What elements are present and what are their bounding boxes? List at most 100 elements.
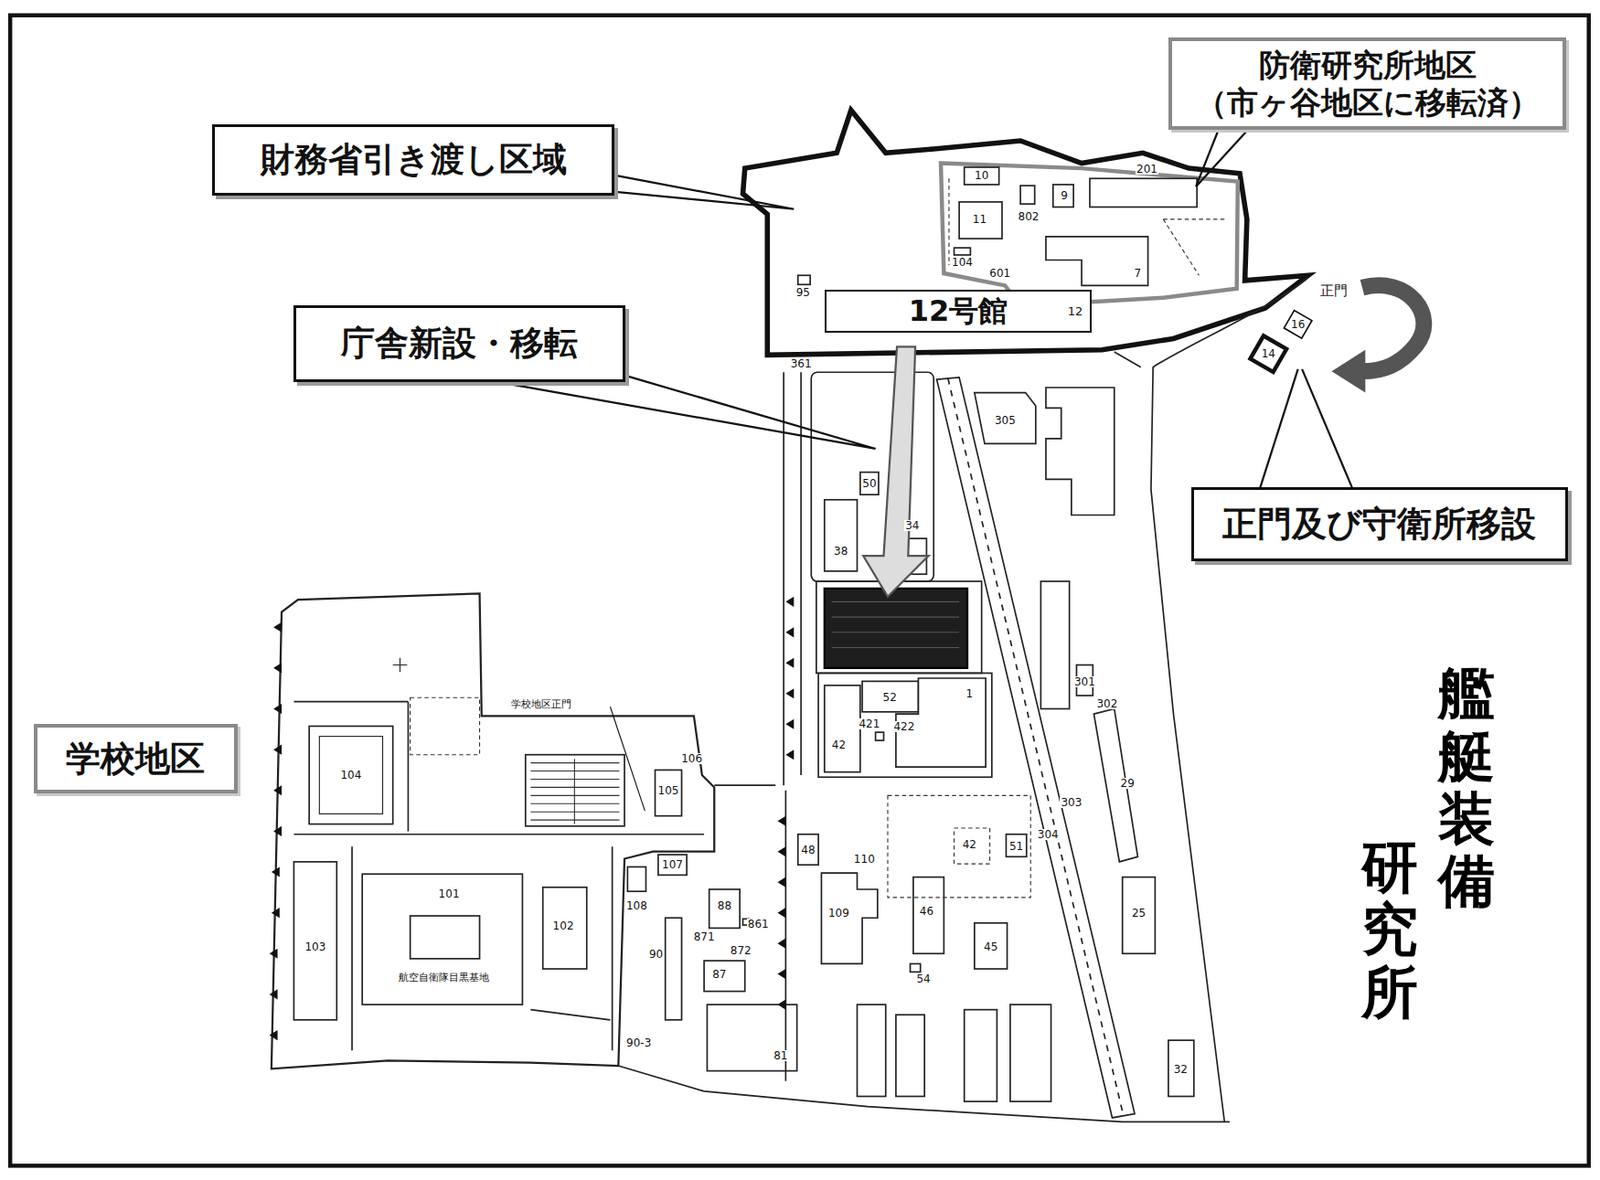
callout-text: 庁舎新設・移転: [341, 323, 578, 364]
fence: [271, 866, 280, 877]
fence: [269, 989, 278, 1000]
north-area: [940, 163, 1238, 307]
building-number: 42: [831, 739, 847, 751]
dashed-area: [887, 795, 1031, 898]
school-area: [271, 593, 715, 1069]
region-callout: 防衛研究所地区（市ヶ谷地区に移転済）: [1168, 37, 1567, 131]
road: [1151, 277, 1309, 1123]
building: [910, 963, 921, 972]
school-building: [319, 736, 383, 815]
dashed-area: [954, 828, 991, 864]
building-number: 601: [988, 267, 1012, 279]
callout-text: （市ヶ谷地区に移転済）: [1195, 84, 1540, 122]
vertical-title: 研究所: [1361, 836, 1419, 1024]
building: [1040, 581, 1069, 709]
building-number: 88: [716, 900, 733, 912]
fence: [777, 907, 786, 918]
building: [627, 167, 1197, 1102]
school-building: [293, 862, 337, 1021]
building: [1010, 1004, 1052, 1102]
building-number: 29: [1120, 778, 1136, 790]
building-number: 422: [892, 721, 916, 733]
building-number: 802: [1017, 211, 1041, 223]
building: [824, 685, 861, 773]
building-number: 52: [882, 692, 898, 704]
fence: [273, 826, 282, 837]
parking: [530, 758, 619, 824]
building-number: 25: [1130, 907, 1147, 919]
building: [818, 672, 992, 778]
building-number: 109: [827, 907, 851, 919]
building-number: 861: [746, 918, 770, 930]
building: [1122, 877, 1156, 955]
building: [875, 732, 885, 741]
building: [896, 1014, 925, 1097]
fence: [273, 622, 282, 633]
fence: [777, 969, 786, 980]
fence: [785, 688, 794, 699]
fence: [777, 846, 786, 857]
building: [1053, 184, 1074, 208]
school-area: [393, 658, 408, 673]
building-number: 90: [648, 949, 664, 960]
building-number: 38: [832, 545, 849, 557]
building: [857, 1004, 886, 1097]
railway: [937, 377, 1136, 1119]
dashed-area: [410, 697, 480, 755]
building: [974, 393, 1036, 445]
building-number: 87: [711, 969, 727, 981]
gate-move-arrow: [1331, 350, 1366, 394]
map-label: 学校地区正門: [510, 699, 573, 710]
school-area: [293, 702, 704, 1052]
building: [1005, 834, 1026, 858]
building-number: 201: [1135, 163, 1159, 175]
callout-box: 庁舎新設・移転: [293, 305, 626, 383]
building: [913, 877, 944, 955]
building-number: 32: [1173, 1064, 1189, 1076]
building-number: 304: [1036, 829, 1060, 841]
fence: [273, 745, 282, 756]
building-number: 104: [339, 769, 363, 781]
fence: [785, 719, 794, 730]
building-number: 101: [437, 888, 461, 900]
fence: [777, 1000, 786, 1011]
callout-text: 学校地区: [65, 738, 205, 781]
road: [1114, 352, 1142, 368]
building: [954, 247, 971, 256]
building: [974, 923, 1008, 970]
building: [1045, 236, 1149, 287]
road: [714, 372, 801, 1081]
fence: [269, 597, 795, 1041]
building-number: 46: [918, 906, 935, 918]
building: [627, 866, 646, 892]
building: [709, 889, 740, 928]
building-number: 90-3: [625, 1037, 652, 1049]
building: [665, 917, 683, 1021]
building-number: 105: [657, 785, 681, 797]
new-building: [832, 601, 960, 648]
building-number: 110: [853, 853, 876, 865]
leader-line: [609, 706, 645, 811]
frame: [10, 15, 1590, 1167]
building-number: 1: [964, 688, 974, 700]
building-number: 48: [800, 844, 816, 856]
building-number: 871: [693, 931, 716, 943]
fence: [785, 627, 794, 638]
callout-box: 正門及び守衛所移設: [1191, 487, 1568, 561]
new-building: [824, 588, 968, 669]
leader-line: [1195, 127, 1250, 187]
building: [862, 681, 918, 712]
frame: [10, 15, 1590, 1167]
new-building: [824, 588, 968, 669]
school-building: [309, 725, 394, 824]
building-number: 106: [680, 753, 704, 765]
fence: [777, 877, 786, 888]
fence: [273, 704, 282, 715]
building-number: 51: [1008, 841, 1024, 853]
building-number: 301: [1073, 676, 1097, 688]
leader-line: [500, 375, 876, 449]
building-number: 54: [915, 973, 931, 985]
building-number: 872: [729, 945, 753, 957]
guard-house: [1249, 335, 1287, 373]
vertical-title: 艦艇装備: [1438, 662, 1495, 913]
